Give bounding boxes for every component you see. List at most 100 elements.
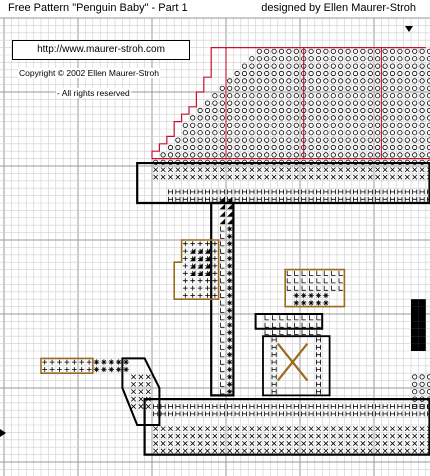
stitch-o <box>256 100 262 106</box>
stitch-l <box>338 270 343 276</box>
stitch-h <box>256 196 262 202</box>
stitch-o <box>241 100 248 106</box>
stitch-o <box>264 137 270 143</box>
stitch-o <box>345 48 351 54</box>
stitch-o <box>264 85 270 91</box>
stitch-o <box>382 85 388 91</box>
stitch-* <box>227 270 233 276</box>
stitch-o <box>315 130 322 136</box>
stitch-h <box>153 411 159 417</box>
stitch-o <box>167 152 174 158</box>
stitch-o <box>397 56 403 62</box>
stitch-h <box>316 404 321 409</box>
website-url-box[interactable]: http://www.maurer-stroh.com <box>12 40 190 60</box>
stitch-l <box>309 322 314 328</box>
stitch-x <box>242 167 247 173</box>
stitch-o <box>352 100 359 106</box>
stitch-+ <box>190 278 196 284</box>
stitch-o <box>197 130 203 136</box>
stitch-x <box>375 433 381 439</box>
stitch-o <box>190 137 196 143</box>
stitch-x <box>271 433 277 439</box>
stitch-o <box>286 78 292 84</box>
stitch-h <box>316 344 321 350</box>
stitch-o <box>338 107 344 114</box>
stitch-o <box>360 115 366 121</box>
stitch-o <box>234 130 240 136</box>
stitch-* <box>308 300 314 306</box>
stitch-x <box>330 433 336 439</box>
stitch-o <box>352 78 359 84</box>
stitch-h <box>271 352 277 358</box>
stitch-o <box>419 85 425 91</box>
stitch-o <box>338 63 344 69</box>
stitch-o <box>271 48 277 54</box>
stitch-h <box>219 189 225 195</box>
stitch-h <box>338 189 344 195</box>
stitch-o <box>419 56 425 62</box>
stitch-o <box>360 144 366 151</box>
stitch-h <box>323 189 329 195</box>
stitch-o <box>227 107 233 114</box>
stitch-+ <box>197 241 203 247</box>
stitch-l <box>323 270 329 276</box>
stitch-o <box>212 122 218 128</box>
stitch-o <box>404 70 410 77</box>
stitch-o <box>338 100 344 106</box>
stitch-h <box>382 411 388 417</box>
stitch-o <box>389 93 396 99</box>
stitch-o <box>204 137 211 143</box>
stitch-o <box>249 93 255 99</box>
stitch-o <box>404 85 410 91</box>
stitch-l <box>220 374 225 380</box>
stitch-o <box>219 144 225 151</box>
stitch-l <box>220 233 225 239</box>
stitch-o <box>389 122 396 128</box>
stitch-l <box>309 315 314 321</box>
stitch-x <box>175 167 181 173</box>
stitch-h <box>360 196 366 202</box>
stitch-o <box>293 70 299 77</box>
stitch-l <box>286 315 292 321</box>
stitch-o <box>419 93 425 99</box>
stitch-x <box>345 174 351 180</box>
stitch-h <box>256 404 262 409</box>
stitch-h <box>316 389 321 395</box>
stitch-o <box>345 70 351 77</box>
stitch-o <box>256 122 262 128</box>
stitch-l <box>286 278 292 284</box>
stitch-o <box>241 115 248 121</box>
stitch-o <box>397 130 403 136</box>
stitch-o <box>397 48 403 54</box>
stitch-h <box>271 389 277 395</box>
stitch-o <box>190 115 196 121</box>
stitch-o <box>382 107 388 114</box>
stitch-x <box>301 174 307 180</box>
stitch-h <box>271 359 277 365</box>
stitch-* <box>315 300 322 306</box>
stitch-o <box>412 403 418 410</box>
stitch-o <box>264 115 270 121</box>
stitch-o <box>397 78 403 84</box>
stitch-o <box>286 85 292 91</box>
stitch-h <box>242 196 247 202</box>
stitch-o <box>404 107 410 114</box>
stitch-o <box>219 137 225 143</box>
stitch-x <box>205 441 210 446</box>
stitch-o <box>264 70 270 77</box>
stitch-o <box>360 63 366 69</box>
stitch-o <box>315 56 322 62</box>
stitch-+ <box>212 263 218 269</box>
grid-lines <box>0 17 430 476</box>
stitch-o <box>367 63 373 69</box>
stitch-h <box>182 189 188 195</box>
stitch-x <box>234 448 240 454</box>
stitch-h <box>404 189 410 195</box>
stitch-x <box>419 167 425 173</box>
stitch-h <box>279 411 284 417</box>
stitch-o <box>227 85 233 91</box>
stitch-o <box>293 100 299 106</box>
stitch-l <box>286 270 292 276</box>
lantern-cap-outline <box>254 313 324 330</box>
